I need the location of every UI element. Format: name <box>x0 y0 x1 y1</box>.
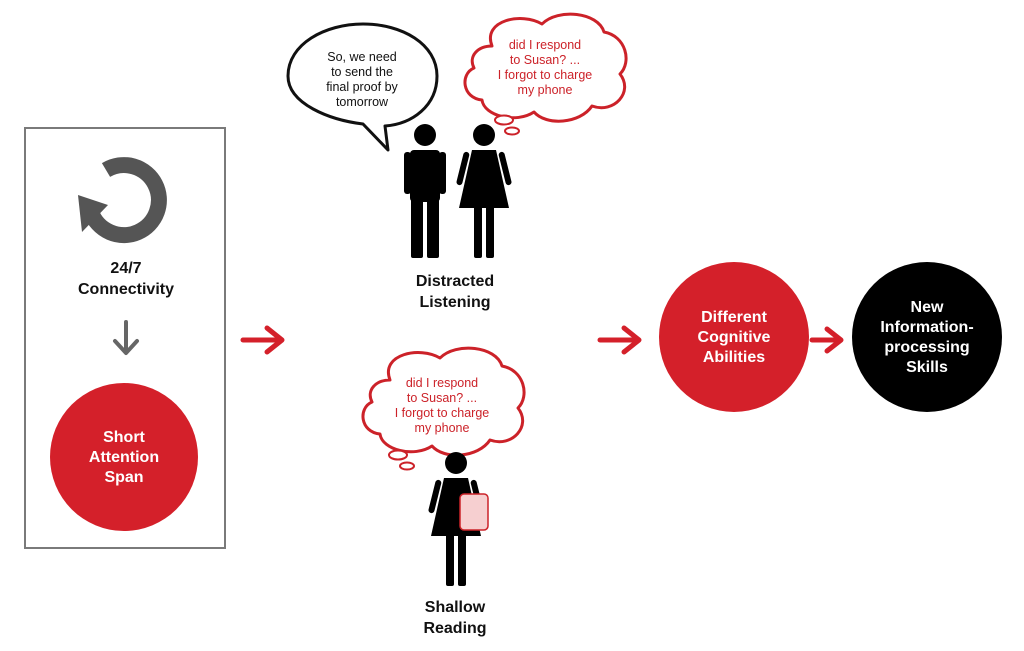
connectivity-label-1: 24/7 <box>110 260 141 277</box>
cognitive-label-1: Different <box>701 309 767 326</box>
arrow-right-icon <box>597 325 642 355</box>
distracted-label-1: Distracted <box>416 273 494 290</box>
cognitive-label-3: Abilities <box>703 349 765 366</box>
reading-thought-line-1: did I respond <box>406 376 478 390</box>
reading-thought-line-3: I forgot to charge <box>395 406 490 420</box>
speech-line-4: tomorrow <box>336 95 389 109</box>
shallow-label-1: Shallow <box>425 599 486 616</box>
listening-thought-line-1: did I respond <box>509 38 581 52</box>
speech-line-2: to send the <box>331 65 393 79</box>
person-icon <box>455 124 513 258</box>
skills-label-1: New <box>911 299 944 316</box>
reading-thought-line-4: my phone <box>415 421 470 435</box>
short-attention-label-3: Span <box>104 469 143 486</box>
speech-line-3: final proof by <box>326 80 398 94</box>
shallow-label-2: Reading <box>423 620 486 637</box>
listening-thought-line-4: my phone <box>518 83 573 97</box>
cognitive-label-2: Cognitive <box>698 329 771 346</box>
connectivity-label-2: Connectivity <box>78 281 174 298</box>
processing-skills-circle <box>852 262 1002 412</box>
arrow-right-icon <box>240 325 285 355</box>
speech-line-1: So, we need <box>327 50 397 64</box>
tablet-icon <box>459 493 489 531</box>
thought-cloud-reading: did I respond to Susan? ... I forgot to … <box>361 346 526 471</box>
listening-thought-line-3: I forgot to charge <box>498 68 593 82</box>
skills-label-4: Skills <box>906 359 948 376</box>
short-attention-label-2: Attention <box>89 449 159 466</box>
person-icon <box>404 124 446 258</box>
connectivity-box <box>24 127 226 549</box>
arrow-down-icon <box>113 320 139 355</box>
reading-thought-line-2: to Susan? ... <box>407 391 477 405</box>
listening-thought-line-2: to Susan? ... <box>510 53 580 67</box>
arrow-right-icon <box>809 326 844 354</box>
refresh-cycle-icon <box>78 157 167 244</box>
skills-label-2: Information- <box>880 319 973 336</box>
skills-label-3: processing <box>884 339 969 356</box>
short-attention-circle <box>50 383 198 531</box>
distracted-label-2: Listening <box>419 294 490 311</box>
speech-bubble: So, we need to send the final proof by t… <box>286 22 439 152</box>
short-attention-label-1: Short <box>103 429 145 446</box>
thought-cloud-listening: did I respond to Susan? ... I forgot to … <box>463 12 628 136</box>
cognitive-abilities-circle <box>659 262 809 412</box>
